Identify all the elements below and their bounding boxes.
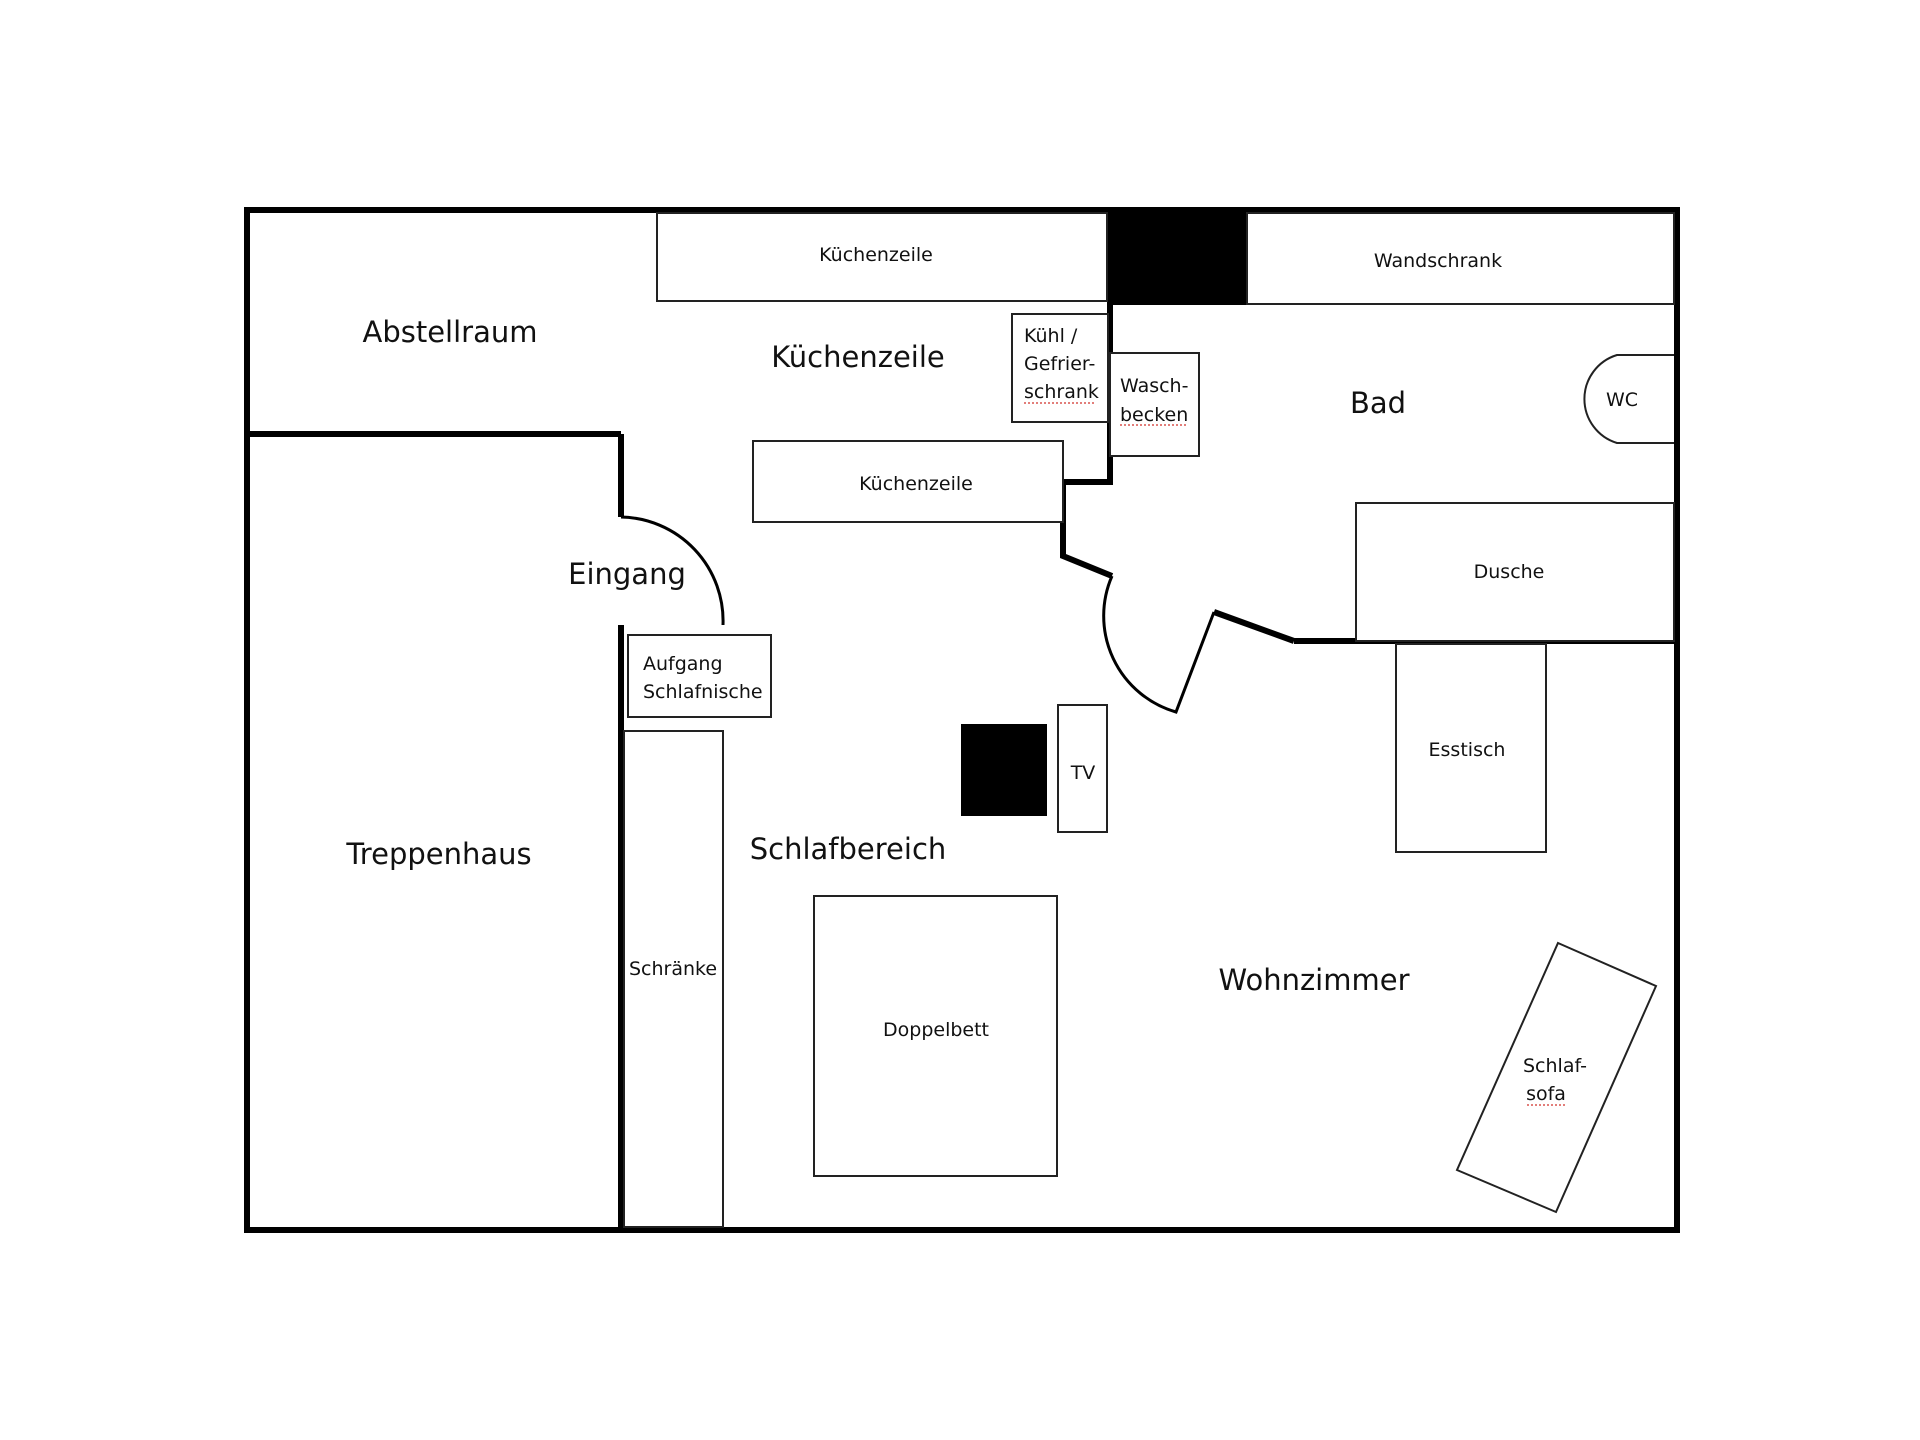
waschbecken — [1109, 352, 1200, 457]
room-label-abstellraum: Abstellraum — [362, 315, 537, 349]
label-tv: TV — [1070, 762, 1096, 784]
bad-door[interactable] — [1102, 575, 1216, 714]
room-label-wohnzimmer: Wohnzimmer — [1218, 963, 1409, 997]
label-wc: WC — [1606, 389, 1638, 411]
label-sofa-2: sofa — [1526, 1083, 1566, 1105]
label-wasch-1: Wasch- — [1120, 375, 1188, 397]
entrance-door[interactable] — [620, 515, 725, 626]
label-wandschrank: Wandschrank — [1374, 250, 1502, 272]
label-doppelbett: Doppelbett — [883, 1019, 989, 1041]
wandschrank — [1246, 212, 1675, 305]
kuehl-gefrierschrank — [1011, 313, 1109, 423]
aufgang-schlafnische[interactable] — [627, 634, 772, 718]
label-esstisch: Esstisch — [1429, 739, 1506, 761]
kuechenzeile-top — [656, 212, 1108, 302]
room-label-kuechenzeile: Küchenzeile — [771, 340, 945, 374]
dusche — [1355, 502, 1675, 642]
outer-wall — [244, 207, 1680, 1233]
room-label-eingang: Eingang — [568, 557, 686, 591]
label-aufgang-2: Schlafnische — [643, 681, 763, 703]
bad-wall-bottom — [1212, 609, 1296, 644]
label-wasch-2: becken — [1120, 404, 1188, 426]
doppelbett — [813, 895, 1058, 1177]
room-label-treppenhaus: Treppenhaus — [345, 837, 531, 871]
label-schraenke: Schränke — [629, 958, 717, 980]
schraenke — [623, 730, 724, 1228]
wc — [1583, 354, 1674, 444]
label-kuehl-2: Gefrier- — [1024, 353, 1095, 375]
label-kuehl-1: Kühl / — [1024, 325, 1078, 347]
room-label-bad: Bad — [1350, 386, 1406, 420]
tv — [1057, 704, 1108, 833]
label-kuechenzeile-bottom: Küchenzeile — [859, 473, 973, 495]
kuechenzeile-bottom — [752, 440, 1064, 523]
pillar-top — [1110, 212, 1247, 305]
room-label-schlafbereich: Schlafbereich — [750, 832, 947, 866]
label-kuechenzeile-top: Küchenzeile — [819, 244, 933, 266]
label-kuehl-3: schrank — [1024, 381, 1099, 403]
label-sofa-1: Schlaf- — [1523, 1055, 1587, 1077]
label-aufgang-1: Aufgang — [643, 653, 723, 675]
label-dusche: Dusche — [1474, 561, 1545, 583]
schlafsofa — [1455, 941, 1658, 1214]
esstisch — [1395, 643, 1547, 853]
pillar-center — [961, 724, 1047, 816]
